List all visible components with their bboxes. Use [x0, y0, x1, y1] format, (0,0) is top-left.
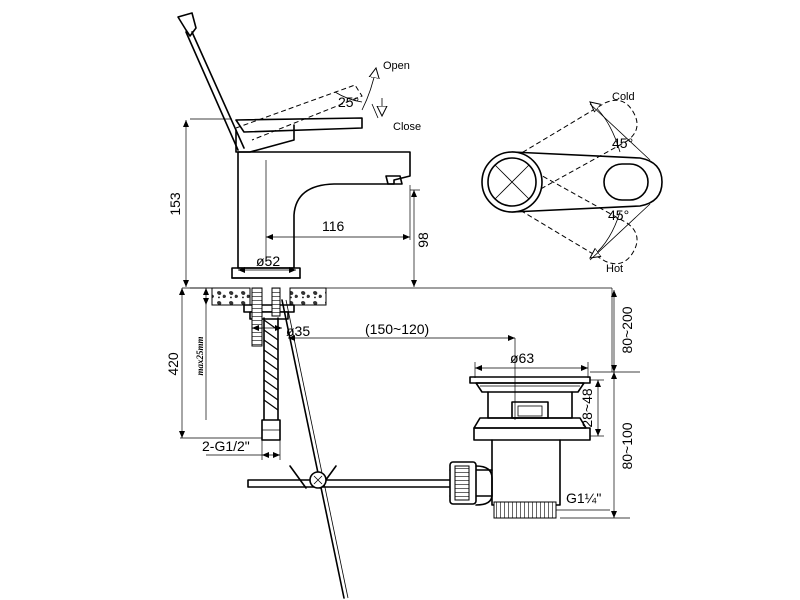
handle-rotation-annotation: Cold Hot 45° 45° [590, 91, 651, 275]
range-80-100-label: 80~100 [619, 422, 635, 469]
lever-angle-label: 25° [338, 94, 359, 110]
height-153-label: 153 [167, 192, 183, 216]
cold-label: Cold [612, 91, 635, 103]
waste-thread-label: G1¼" [566, 490, 601, 506]
dim-420: 420 [165, 288, 262, 439]
lever-angle-annotation: Open Close 25° [334, 60, 421, 133]
dim-base-diameter: ø52 [238, 253, 296, 273]
dim-150-120: (150~120) [288, 321, 516, 420]
handle-top-view [481, 99, 663, 265]
dim-waste-thread: G1¼" [556, 490, 610, 511]
popup-rod [247, 299, 451, 599]
close-label: Close [393, 121, 421, 133]
height-98-label: 98 [415, 232, 431, 248]
dim-80-200: 80~200 [590, 288, 640, 373]
base-diameter-label: ø52 [256, 253, 280, 269]
hot-angle-label: 45° [608, 207, 629, 223]
countertop-section [182, 287, 612, 441]
dim-98: 98 [410, 189, 431, 287]
dim-153: 153 [167, 118, 232, 289]
range-150-120-label: (150~120) [365, 321, 429, 337]
dim-28-48: 28~48 [579, 379, 604, 437]
dim-80-100: 80~100 [560, 372, 635, 519]
hot-label: Hot [606, 263, 623, 275]
dim-connector: 2-G1/2" [202, 438, 281, 460]
waste-diameter-label: ø63 [510, 350, 534, 366]
range-80-200-label: 80~200 [619, 306, 635, 353]
dim-waste-diameter: ø63 [474, 350, 589, 378]
spout-116-label: 116 [322, 218, 345, 234]
waste-drain [449, 376, 591, 519]
faucet-side-view [177, 12, 411, 279]
aerator [385, 175, 403, 185]
max-thickness-label: max25mm [195, 336, 205, 375]
connector-label: 2-G1/2" [202, 438, 250, 454]
hose-420-label: 420 [165, 352, 181, 376]
range-28-48-label: 28~48 [579, 388, 595, 428]
cold-angle-label: 45° [612, 135, 633, 151]
open-label: Open [383, 60, 410, 72]
lever-tip [177, 12, 197, 37]
dim-116: 116 [265, 160, 411, 262]
dim-max-thickness: max25mm [195, 288, 209, 420]
